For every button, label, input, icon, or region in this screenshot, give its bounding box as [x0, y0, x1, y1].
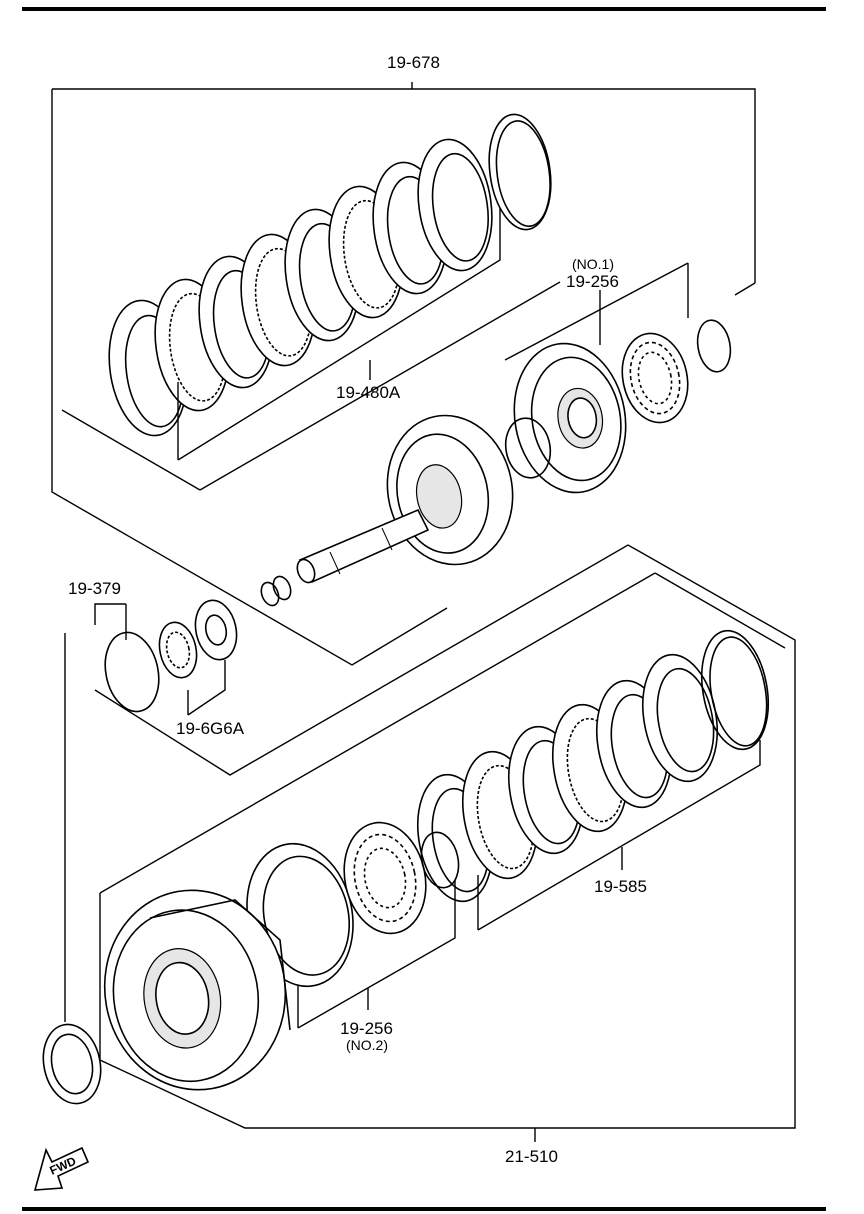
clutch-drum	[103, 889, 291, 1091]
label-piston-no2-note: (NO.2)	[346, 1037, 388, 1053]
label-thrust-bearing-group: 19-379	[68, 579, 121, 598]
piston-no2-assembly	[246, 821, 460, 1029]
label-clutch-plates-bottom: 19-585	[594, 877, 647, 896]
top-clutch-plate-stack	[61, 113, 561, 491]
fwd-arrow-indicator: FWD	[33, 1146, 90, 1191]
piston-no1-assembly	[504, 262, 732, 494]
thrust-washer	[42, 1023, 102, 1105]
label-piston-no1: 19-256	[566, 272, 619, 291]
label-needle-bearing: 19-6G6A	[176, 719, 245, 738]
label-clutch-assembly-top: 19-678	[387, 53, 440, 72]
thrust-bearing-group	[94, 599, 238, 716]
label-piston-no2: 19-256	[340, 1019, 393, 1038]
clutch-hub-with-shaft	[260, 414, 514, 607]
label-piston-no1-note: (NO.1)	[572, 256, 614, 272]
label-clutch-plates-top: 19-480A	[336, 383, 401, 402]
bottom-assembly-frame	[64, 544, 796, 1142]
bottom-clutch-plate-stack	[417, 629, 769, 931]
top-assembly-frame	[51, 82, 756, 666]
label-drum-assembly: 21-510	[505, 1147, 558, 1166]
